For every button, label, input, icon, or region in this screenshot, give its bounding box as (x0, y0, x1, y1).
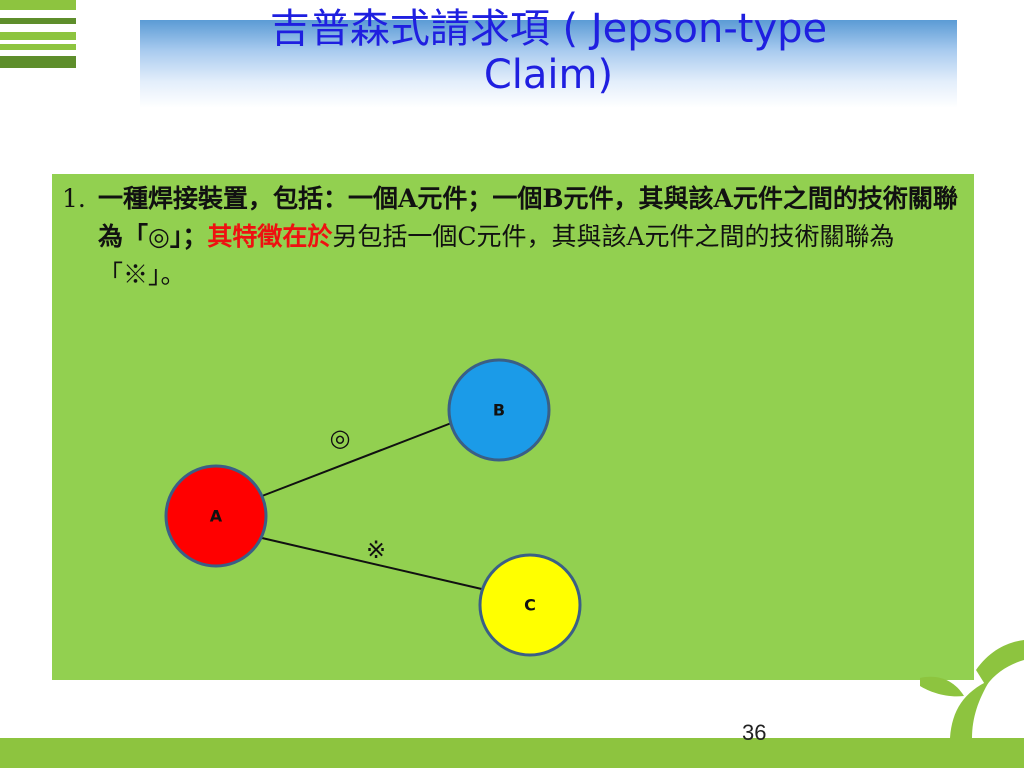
claim-body: 一種焊接裝置，包括：一個A元件；一個B元件，其與該A元件之間的技術關聯為「◎」；… (98, 180, 962, 294)
claim-number: 1. (62, 184, 86, 213)
slide-title-line-1: 吉普森式請求項 ( Jepson-type (269, 6, 828, 52)
header-stripe-1 (0, 0, 76, 10)
page-number: 36 (742, 720, 767, 745)
header-stripe-4 (0, 44, 76, 50)
relation-ac-symbol: ※ (365, 536, 387, 564)
slide-title-line-2: Claim) (483, 52, 614, 98)
node-a-label: A (209, 506, 223, 526)
slide-title: 吉普森式請求項 ( Jepson-type Claim) (140, 6, 957, 98)
header-stripe-2 (0, 18, 76, 24)
claim-text: 1. 一種焊接裝置，包括：一個A元件；一個B元件，其與該A元件之間的技術關聯為「… (62, 180, 962, 294)
claim-preamble: 一種焊接裝置，包括：一個A元件；一個B元件，其與該A元件之間的技術關聯為「◎」； (98, 184, 958, 251)
footer-bar (0, 738, 1024, 768)
relation-ab-symbol: ◎ (329, 424, 351, 452)
claim-characterizing-phrase: 其特徵在於 (207, 222, 333, 251)
sprout-logo-icon (920, 640, 1024, 738)
claim-improvement: 另包括一個C元件，其與該A元件之間的技術關聯為「※」。 (98, 222, 895, 289)
title-banner (140, 20, 957, 108)
header-stripe-5 (0, 56, 76, 68)
node-c-label: C (524, 595, 536, 615)
header-stripe-3 (0, 32, 76, 40)
node-b-label: B (492, 400, 506, 420)
